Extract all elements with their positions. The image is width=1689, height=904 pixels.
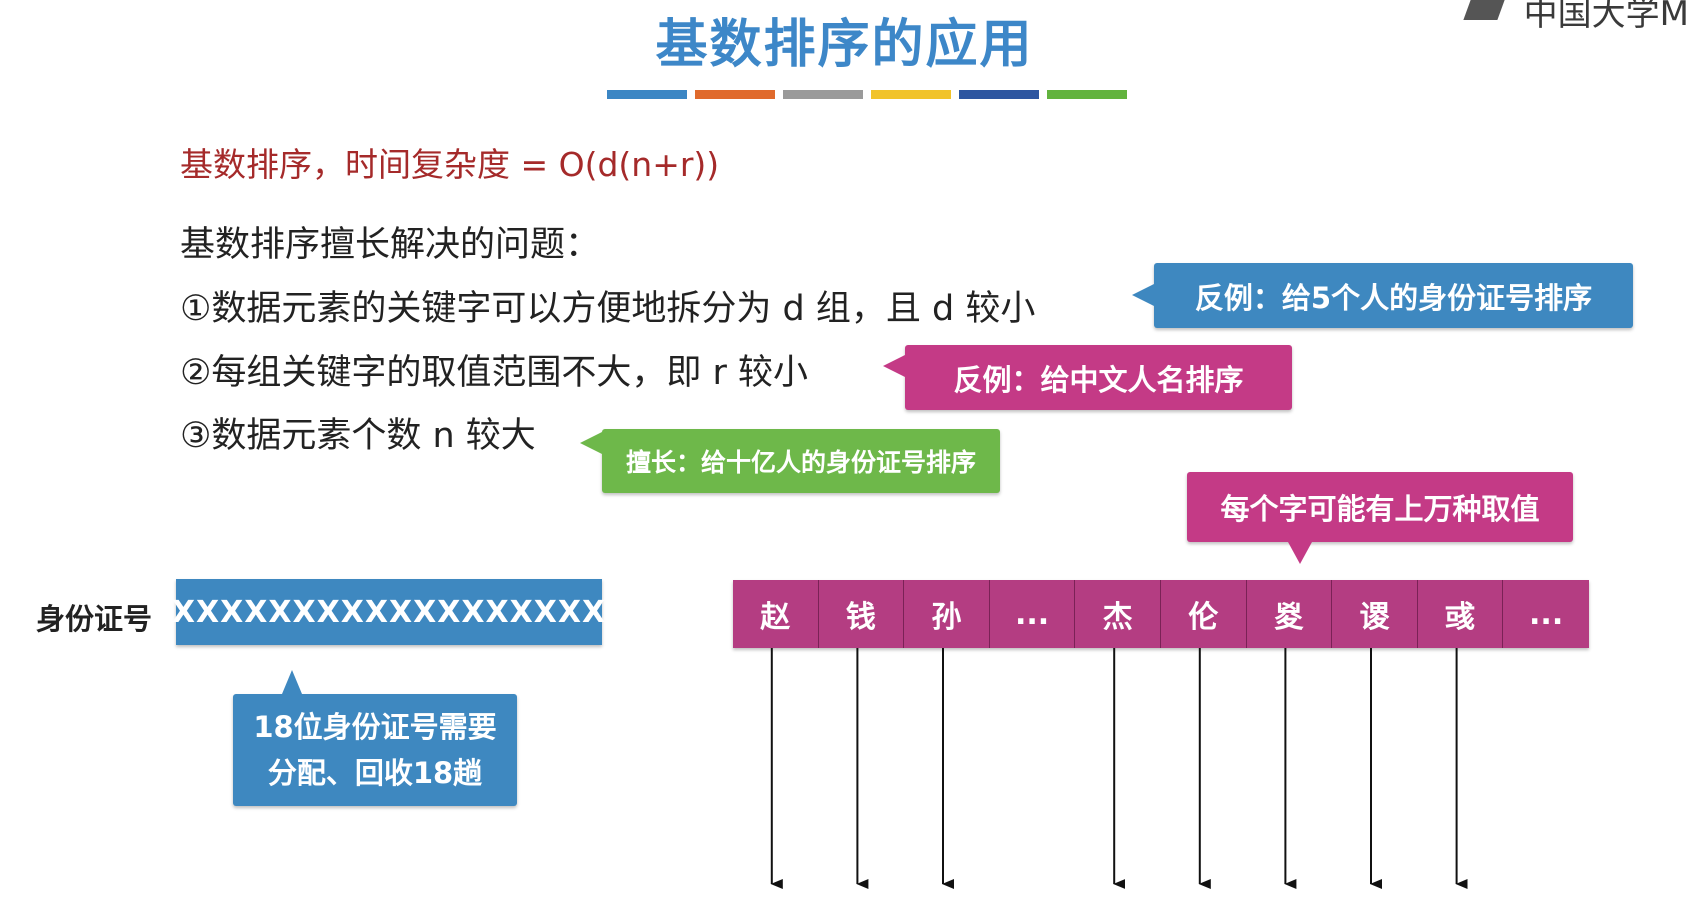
complexity-line: 基数排序，时间复杂度 = O(d(n+r)): [180, 145, 720, 184]
color-bar: [783, 90, 863, 99]
watermark: 中国大学M: [1523, 0, 1689, 34]
name-char-cell: 赵: [733, 580, 819, 648]
name-char-cell: 伦: [1160, 580, 1247, 648]
callout-pointer: [1288, 542, 1312, 564]
name-char-cell: 钱: [818, 580, 905, 648]
name-char-cell: ...: [1503, 580, 1589, 648]
point-2: ②每组关键字的取值范围不大，即 r 较小: [180, 353, 809, 393]
callout-counterexample-1: 反例：给5个人的身份证号排序: [1132, 263, 1633, 328]
callout-good-at: 擅长：给十亿人的身份证号排序: [580, 429, 1000, 493]
color-bar: [871, 90, 951, 99]
callout-text: 反例：给5个人的身份证号排序: [1194, 280, 1593, 315]
name-char-cell: 彧: [1417, 580, 1504, 648]
color-bar: [1047, 90, 1127, 99]
id-number-box: XXXXXXXXXXXXXXXXXX: [172, 579, 605, 645]
heading: 基数排序擅长解决的问题：: [180, 225, 601, 265]
name-char-cell: 㚇: [1246, 580, 1333, 648]
callout-id-passes: 18位身份证号需要 分配、回收18趟: [233, 670, 517, 806]
callout-char-values: 每个字可能有上万种取值: [1187, 472, 1573, 564]
name-char-cell: 杰: [1075, 580, 1161, 648]
color-bar-divider: [607, 90, 1127, 100]
point-1: ①数据元素的关键字可以方便地拆分为 d 组，且 d 较小: [180, 289, 1036, 329]
color-bar: [607, 90, 687, 99]
name-char-cell: ...: [989, 580, 1076, 648]
callout-counterexample-2: 反例：给中文人名排序: [883, 345, 1292, 410]
name-char-cell: 谡: [1332, 580, 1418, 648]
callout-text-line-2: 分配、回收18趟: [267, 756, 483, 790]
name-char-cell: 孙: [904, 580, 990, 648]
callout-pointer: [1132, 284, 1154, 306]
callout-pointer: [282, 670, 302, 694]
callout-text: 反例：给中文人名排序: [953, 362, 1244, 397]
callout-text: 每个字可能有上万种取值: [1220, 492, 1540, 526]
callout-pointer: [883, 355, 905, 377]
callout-text: 擅长：给十亿人的身份证号排序: [625, 448, 976, 477]
callout-text-line-1: 18位身份证号需要: [253, 710, 497, 744]
page-title: 基数排序的应用: [655, 15, 1034, 75]
id-label: 身份证号: [36, 602, 153, 636]
name-character-row: 赵 钱 孙 ... 杰 伦 㚇 谡 彧 ...: [733, 580, 1589, 648]
callout-pointer: [580, 432, 602, 454]
color-bar: [695, 90, 775, 99]
color-bar: [959, 90, 1039, 99]
point-3: ③数据元素个数 n 较大: [180, 416, 536, 456]
